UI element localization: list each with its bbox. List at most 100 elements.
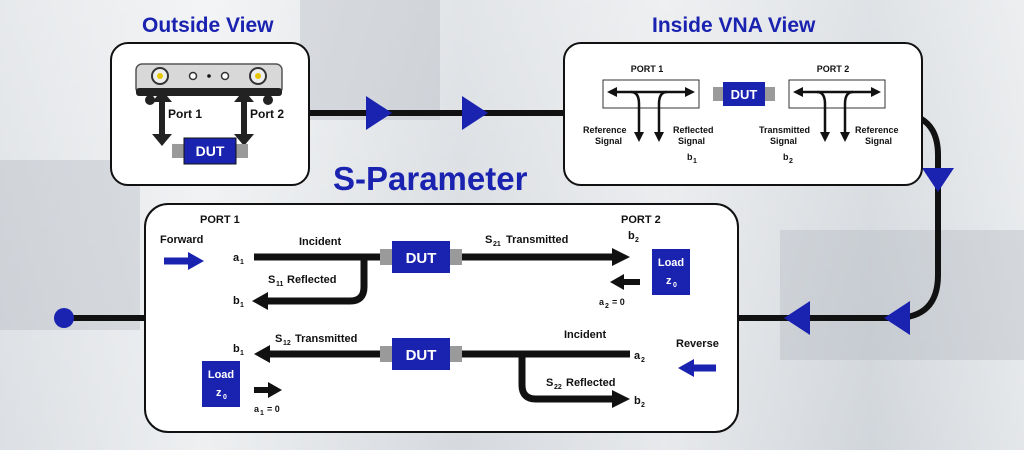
fwd-s21-subscript: 21 <box>493 241 501 248</box>
port1-box <box>602 79 700 109</box>
dut-box <box>392 241 450 273</box>
port1-label: Port 1 <box>168 107 202 121</box>
s-parameter-diagram: PORT 1 PORT 2 Forward a 1 Incident b 1 S… <box>160 214 719 417</box>
s-parameter-panel: PORT 1 PORT 2 Forward a 1 Incident b 1 S… <box>144 203 739 433</box>
flow-arrow-left <box>784 301 810 335</box>
double-arrow-icon <box>234 90 254 102</box>
transmitted-signal-line1: Transmitted <box>759 125 810 135</box>
dut-connector <box>172 144 184 158</box>
fwd-reflected-line <box>266 257 368 305</box>
reflected-signal-line1: Reflected <box>673 125 714 135</box>
fwd-a2-symbol: a <box>599 297 605 307</box>
rev-s22-symbol: S <box>546 377 553 389</box>
fwd-a1-symbol: a <box>233 252 240 264</box>
rev-transmitted-arrow-icon <box>254 345 270 363</box>
reference-signal-1-line2: Signal <box>595 136 622 146</box>
fwd-b2-subscript: 2 <box>635 237 639 244</box>
arrow-right-icon <box>685 87 695 97</box>
dut-connector <box>380 346 392 362</box>
dut-box <box>183 137 237 165</box>
b1-symbol: b <box>687 152 693 162</box>
flow-arrow-right <box>462 96 488 130</box>
inside-view-diagram: PORT 1 PORT 2 DUT Ref <box>583 64 899 165</box>
rev-a1-subscript: 1 <box>260 410 264 417</box>
double-arrow-icon <box>152 90 172 102</box>
rev-load-label: Load <box>208 369 234 381</box>
inside-view-panel: PORT 1 PORT 2 DUT Ref <box>563 42 923 186</box>
forward-label: Forward <box>160 234 203 246</box>
background-block <box>780 230 1024 360</box>
b1-subscript: 1 <box>693 158 697 165</box>
rev-b1-symbol: b <box>233 343 240 355</box>
arrow-left-icon <box>607 87 617 97</box>
arrow-right-icon <box>871 87 881 97</box>
rev-a1-symbol: a <box>254 404 260 414</box>
reference-tap-1 <box>630 90 641 134</box>
arrow-down-icon <box>634 132 644 142</box>
connector-pin-icon <box>255 73 261 79</box>
rev-reflected-arrow-icon <box>612 390 630 408</box>
fwd-z0-subscript: 0 <box>673 282 677 289</box>
arrow-down-icon <box>654 132 664 142</box>
reflected-signal-line2: Signal <box>678 136 705 146</box>
double-arrow-icon <box>234 134 254 146</box>
inside-view-heading: Inside VNA View <box>652 14 816 37</box>
transmitted-signal-line2: Signal <box>770 136 797 146</box>
double-arrow-icon <box>152 134 172 146</box>
reverse-arrow-icon <box>678 359 694 377</box>
fwd-incident-label: Incident <box>299 236 342 248</box>
fwd-a2-zero: = 0 <box>612 297 625 307</box>
reference-signal-2-line2: Signal <box>865 136 892 146</box>
outside-view-diagram: Port 1 Port 2 DUT <box>135 63 284 165</box>
arrow-down-icon <box>820 132 830 142</box>
rev-z0-subscript: 0 <box>223 394 227 401</box>
transmitted-tap <box>816 90 827 134</box>
rev-load-box <box>202 361 240 407</box>
dut-connector <box>236 144 248 158</box>
dut-label: DUT <box>406 250 437 267</box>
indicator-icon <box>220 71 230 81</box>
background-block <box>0 160 140 330</box>
arrow-left-icon <box>793 87 803 97</box>
dut-label: DUT <box>406 347 437 364</box>
port2-box <box>788 79 886 109</box>
fwd-s11-subscript: 11 <box>276 281 284 288</box>
arrow-down-icon <box>840 132 850 142</box>
rev-b1-subscript: 1 <box>240 350 244 357</box>
fwd-port2-label: PORT 2 <box>621 214 661 226</box>
rev-s12-symbol: S <box>275 333 282 345</box>
rev-a1-arrow-icon <box>268 382 282 398</box>
port2-label: Port 2 <box>250 107 284 121</box>
inside-port2-label: PORT 2 <box>817 64 850 74</box>
fwd-s21-symbol: S <box>485 234 492 246</box>
dut-label: DUT <box>731 87 758 102</box>
dut-label: DUT <box>196 143 225 159</box>
fwd-reflected-arrow-icon <box>252 292 268 310</box>
fwd-s11-symbol: S <box>268 274 275 286</box>
rev-z0-symbol: z <box>216 387 222 399</box>
rev-incident-label: Incident <box>564 329 607 341</box>
dut-connector <box>713 87 723 101</box>
connector-pin-icon <box>157 73 163 79</box>
outside-view-heading: Outside View <box>142 14 274 37</box>
fwd-a1-subscript: 1 <box>240 259 244 266</box>
flow-arrow-right <box>366 96 392 130</box>
vna-foot <box>263 95 273 105</box>
fwd-z0-symbol: z <box>666 275 672 287</box>
rev-a2-symbol: a <box>634 350 641 362</box>
rev-reflected-line <box>518 354 614 403</box>
fwd-b2-symbol: b <box>628 230 635 242</box>
reflected-tap <box>657 90 668 134</box>
fwd-load-label: Load <box>658 257 684 269</box>
fwd-reflected-label: Reflected <box>287 274 337 286</box>
rev-transmitted-label: Transmitted <box>295 333 357 345</box>
inside-port1-label: PORT 1 <box>631 64 664 74</box>
fwd-b1-symbol: b <box>233 295 240 307</box>
vna-foot <box>145 95 155 105</box>
reverse-label: Reverse <box>676 338 719 350</box>
rev-s22-subscript: 22 <box>554 384 562 391</box>
dut-connector <box>450 346 462 362</box>
fwd-a2-subscript: 2 <box>605 303 609 310</box>
b2-symbol: b <box>783 152 789 162</box>
